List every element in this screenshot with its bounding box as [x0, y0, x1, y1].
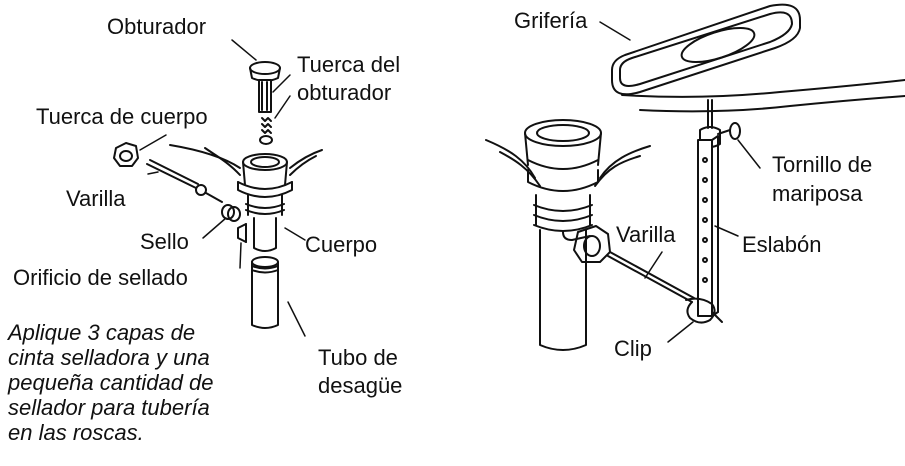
label-varilla-right: Varilla [616, 222, 676, 247]
spring-clip [685, 297, 723, 324]
pivot-rod-left [146, 159, 223, 203]
label-tornillo-2: mariposa [772, 181, 863, 206]
thumb-screw [717, 122, 741, 140]
drain-body-left [237, 217, 277, 252]
label-tuerca-cuerpo: Tuerca de cuerpo [36, 104, 208, 129]
label-sello: Sello [140, 229, 189, 254]
sealant-instruction-note: Aplique 3 capas de cinta selladora y una… [8, 320, 214, 445]
label-varilla-left: Varilla [66, 186, 126, 211]
body-nut-left [113, 142, 139, 167]
label-obturador: Obturador [107, 14, 207, 39]
sink-basin-right [485, 139, 651, 187]
extension-link [697, 99, 721, 317]
sink-basin-left [169, 144, 323, 176]
label-orificio: Orificio de sellado [13, 265, 188, 290]
drain-body-right [539, 229, 591, 351]
pivot-rod-right [607, 251, 695, 303]
note-line-5: en las roscas. [8, 420, 144, 445]
leader-lines-right [599, 21, 761, 343]
tailpiece-left [251, 256, 279, 329]
faucet-plate [611, 3, 801, 96]
label-tuerca-obturador-2: obturador [297, 80, 392, 105]
leader-lines-left [139, 39, 306, 337]
label-cuerpo: Cuerpo [305, 232, 378, 257]
seal-left [221, 204, 241, 222]
label-tornillo-1: Tornillo de [772, 152, 873, 177]
label-tuerca-obturador-1: Tuerca del [297, 52, 401, 77]
label-clip: Clip [614, 336, 652, 361]
stopper-nut [259, 117, 273, 145]
note-line-3: pequeña cantidad de [8, 370, 214, 395]
label-griferia: Grifería [514, 8, 588, 33]
countertop-right [621, 79, 905, 113]
label-tubo-2: desagüe [318, 373, 403, 398]
note-line-4: sellador para tubería [8, 395, 210, 420]
label-tubo-1: Tubo de [318, 345, 398, 370]
drain-flange-right [524, 119, 602, 232]
stopper [249, 61, 281, 113]
label-eslabon: Eslabón [742, 232, 822, 257]
note-line-2: cinta selladora y una [8, 345, 210, 370]
body-nut-right [573, 225, 611, 263]
drain-flange-left [237, 153, 293, 216]
note-line-1: Aplique 3 capas de [8, 320, 196, 345]
